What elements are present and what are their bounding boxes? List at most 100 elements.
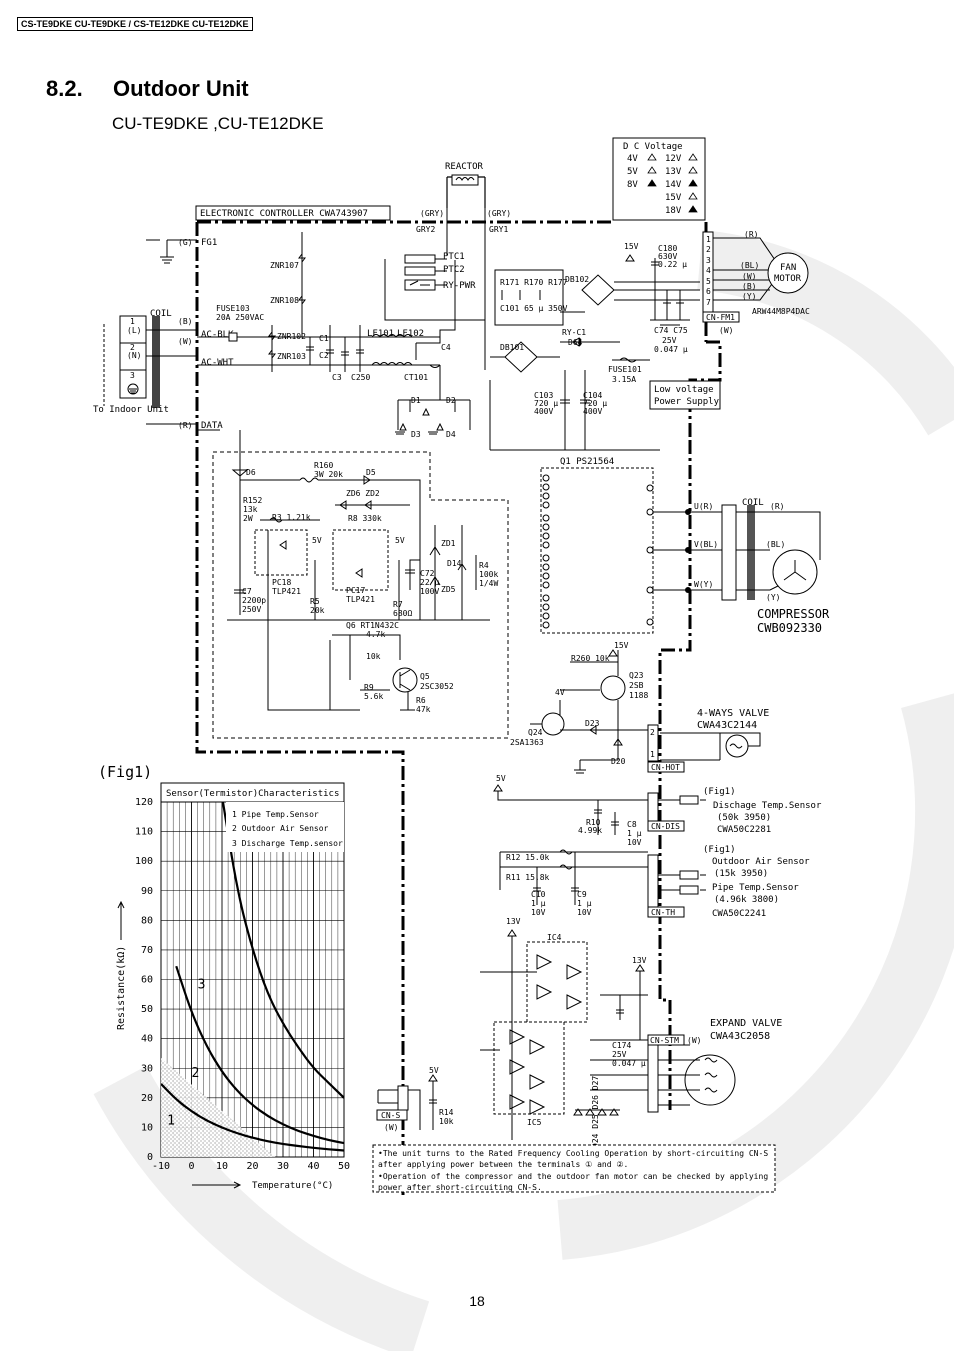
controller-label-box <box>195 205 391 221</box>
svg-text:0.047 µ: 0.047 µ <box>654 345 688 354</box>
controller-label: ELECTRONIC CONTROLLER CWA743907 <box>200 209 368 219</box>
dc-row: 8V <box>627 180 638 190</box>
svg-text:ZNR107: ZNR107 <box>270 261 299 270</box>
svg-text:D1: D1 <box>411 396 421 405</box>
svg-text:0.22 µ: 0.22 µ <box>658 260 687 269</box>
chart-title: Sensor(Termistor)Characteristics <box>166 789 339 799</box>
svg-text:(Fig1): (Fig1) <box>703 787 736 797</box>
svg-text:DB102: DB102 <box>565 275 589 284</box>
pin: 2 <box>650 728 655 737</box>
curve-label: 2 <box>192 1066 200 1081</box>
svg-text:25V: 25V <box>662 336 677 345</box>
x-tick-label: 50 <box>338 1161 350 1172</box>
svg-text:(W): (W) <box>384 1123 398 1132</box>
power-input-labels: FUSE103 20A 250VAC ZNR107 ZNR108 ZNR102 … <box>216 252 476 439</box>
svg-text:R260 10k: R260 10k <box>571 654 610 663</box>
x-tick-label: 20 <box>246 1161 258 1172</box>
svg-text:CWA50C2241: CWA50C2241 <box>712 909 766 919</box>
curve-label: 1 <box>167 1113 175 1128</box>
svg-text:Power Supply: Power Supply <box>654 397 720 407</box>
svg-text:IC5: IC5 <box>527 1118 542 1127</box>
svg-text:C74 C75: C74 C75 <box>654 326 688 335</box>
svg-text:RY-C1: RY-C1 <box>562 328 586 337</box>
svg-text:2W: 2W <box>243 514 253 523</box>
svg-text:C8: C8 <box>627 820 637 829</box>
svg-text:(BL): (BL) <box>740 261 759 270</box>
svg-text:R10: R10 <box>586 818 601 827</box>
svg-text:5V: 5V <box>429 1066 439 1075</box>
svg-text:C180: C180 <box>658 244 677 253</box>
svg-text:•Operation of the compressor a: •Operation of the compressor and the out… <box>378 1172 768 1181</box>
svg-text:PTC2: PTC2 <box>443 265 465 275</box>
svg-text:W(Y): W(Y) <box>694 580 713 589</box>
svg-text:FG1: FG1 <box>201 238 217 248</box>
svg-text:(Fig1): (Fig1) <box>703 845 736 855</box>
page-number: 18 <box>469 1293 485 1309</box>
svg-text:10V: 10V <box>577 908 592 917</box>
svg-text:(N): (N) <box>127 351 141 360</box>
svg-text:C103: C103 <box>534 391 553 400</box>
y-tick-label: 100 <box>135 856 153 867</box>
svg-text:C2: C2 <box>319 351 329 360</box>
svg-text:4V: 4V <box>555 688 565 697</box>
svg-text:R5: R5 <box>310 597 320 606</box>
svg-text:5V: 5V <box>496 774 506 783</box>
svg-text:1188: 1188 <box>629 691 648 700</box>
svg-text:COIL: COIL <box>150 309 172 319</box>
svg-text:1/4W: 1/4W <box>479 579 498 588</box>
svg-text:CWB092330: CWB092330 <box>757 621 822 635</box>
svg-text:CT101: CT101 <box>404 373 428 382</box>
svg-text:CN-S: CN-S <box>381 1111 400 1120</box>
svg-text:Outdoor Air Sensor: Outdoor Air Sensor <box>712 857 810 867</box>
svg-text:(R): (R) <box>178 421 192 430</box>
svg-text:2SC3052: 2SC3052 <box>420 682 454 691</box>
svg-text:5V: 5V <box>395 536 405 545</box>
svg-text:2SA1363: 2SA1363 <box>510 738 544 747</box>
dc-row: 14V <box>665 180 682 190</box>
x-tick-label: 10 <box>216 1161 228 1172</box>
svg-text:Low voltage: Low voltage <box>654 385 714 395</box>
serial-comm-labels: D6 R160 3W 20k D5 R152 13k 2W R3 1.21k Z… <box>242 461 498 714</box>
dc-voltage-legend: D C Voltage 4V 5V 8V 12V 13V 14V 15V 18V <box>612 137 706 221</box>
y-tick-label: 30 <box>141 1063 153 1074</box>
dc-legend-title: D C Voltage <box>623 142 683 152</box>
svg-text:(BL): (BL) <box>766 540 785 549</box>
svg-text:C10: C10 <box>531 890 546 899</box>
svg-text:R7: R7 <box>393 600 403 609</box>
svg-text:C174: C174 <box>612 1041 631 1050</box>
curve-label: 3 <box>198 977 206 992</box>
svg-text:Q5: Q5 <box>420 672 430 681</box>
svg-text:C250: C250 <box>351 373 370 382</box>
svg-text:4.99k: 4.99k <box>578 826 602 835</box>
x-tick-label: 0 <box>188 1161 194 1172</box>
svg-text:(B): (B) <box>178 317 192 326</box>
dc-row: 5V <box>627 167 638 177</box>
svg-text:4-WAYS VALVE: 4-WAYS VALVE <box>697 708 769 719</box>
svg-text:2: 2 <box>130 343 135 352</box>
svg-text:U(R): U(R) <box>694 502 713 511</box>
svg-text:R171 R170 R177: R171 R170 R177 <box>500 278 568 287</box>
svg-text:1 µ: 1 µ <box>531 899 546 908</box>
thermistor-chart: (Fig1) 123 Sensor(Termistor)Characterist… <box>98 763 350 1191</box>
model-list: CU-TE9DKE ,CU-TE12DKE <box>112 114 324 133</box>
svg-text:10V: 10V <box>531 908 546 917</box>
cn-s-connector: CN-S (W) R14 10k 5V <box>376 1066 454 1132</box>
svg-text:(15k 3950): (15k 3950) <box>714 869 768 879</box>
legend-item: 1 Pipe Temp.Sensor <box>232 810 319 819</box>
svg-text:•The unit turns to the Rated F: •The unit turns to the Rated Frequency C… <box>378 1149 768 1158</box>
reactor: REACTOR (GRY) (GRY) GRY2 GRY1 <box>416 162 511 234</box>
y-tick-label: 120 <box>135 797 153 808</box>
y-tick-label: 80 <box>141 915 153 926</box>
svg-text:C72: C72 <box>420 569 435 578</box>
svg-text:ZNR108: ZNR108 <box>270 296 299 305</box>
svg-text:C1: C1 <box>319 334 329 343</box>
svg-text:3.15A: 3.15A <box>612 375 636 384</box>
svg-text:V(BL): V(BL) <box>694 540 718 549</box>
x-tick-label: 40 <box>307 1161 319 1172</box>
svg-text:2200p: 2200p <box>242 596 266 605</box>
svg-text:R160: R160 <box>314 461 333 470</box>
y-axis-arrow <box>117 900 125 940</box>
svg-text:5V: 5V <box>312 536 322 545</box>
svg-text:FUSE103: FUSE103 <box>216 304 250 313</box>
